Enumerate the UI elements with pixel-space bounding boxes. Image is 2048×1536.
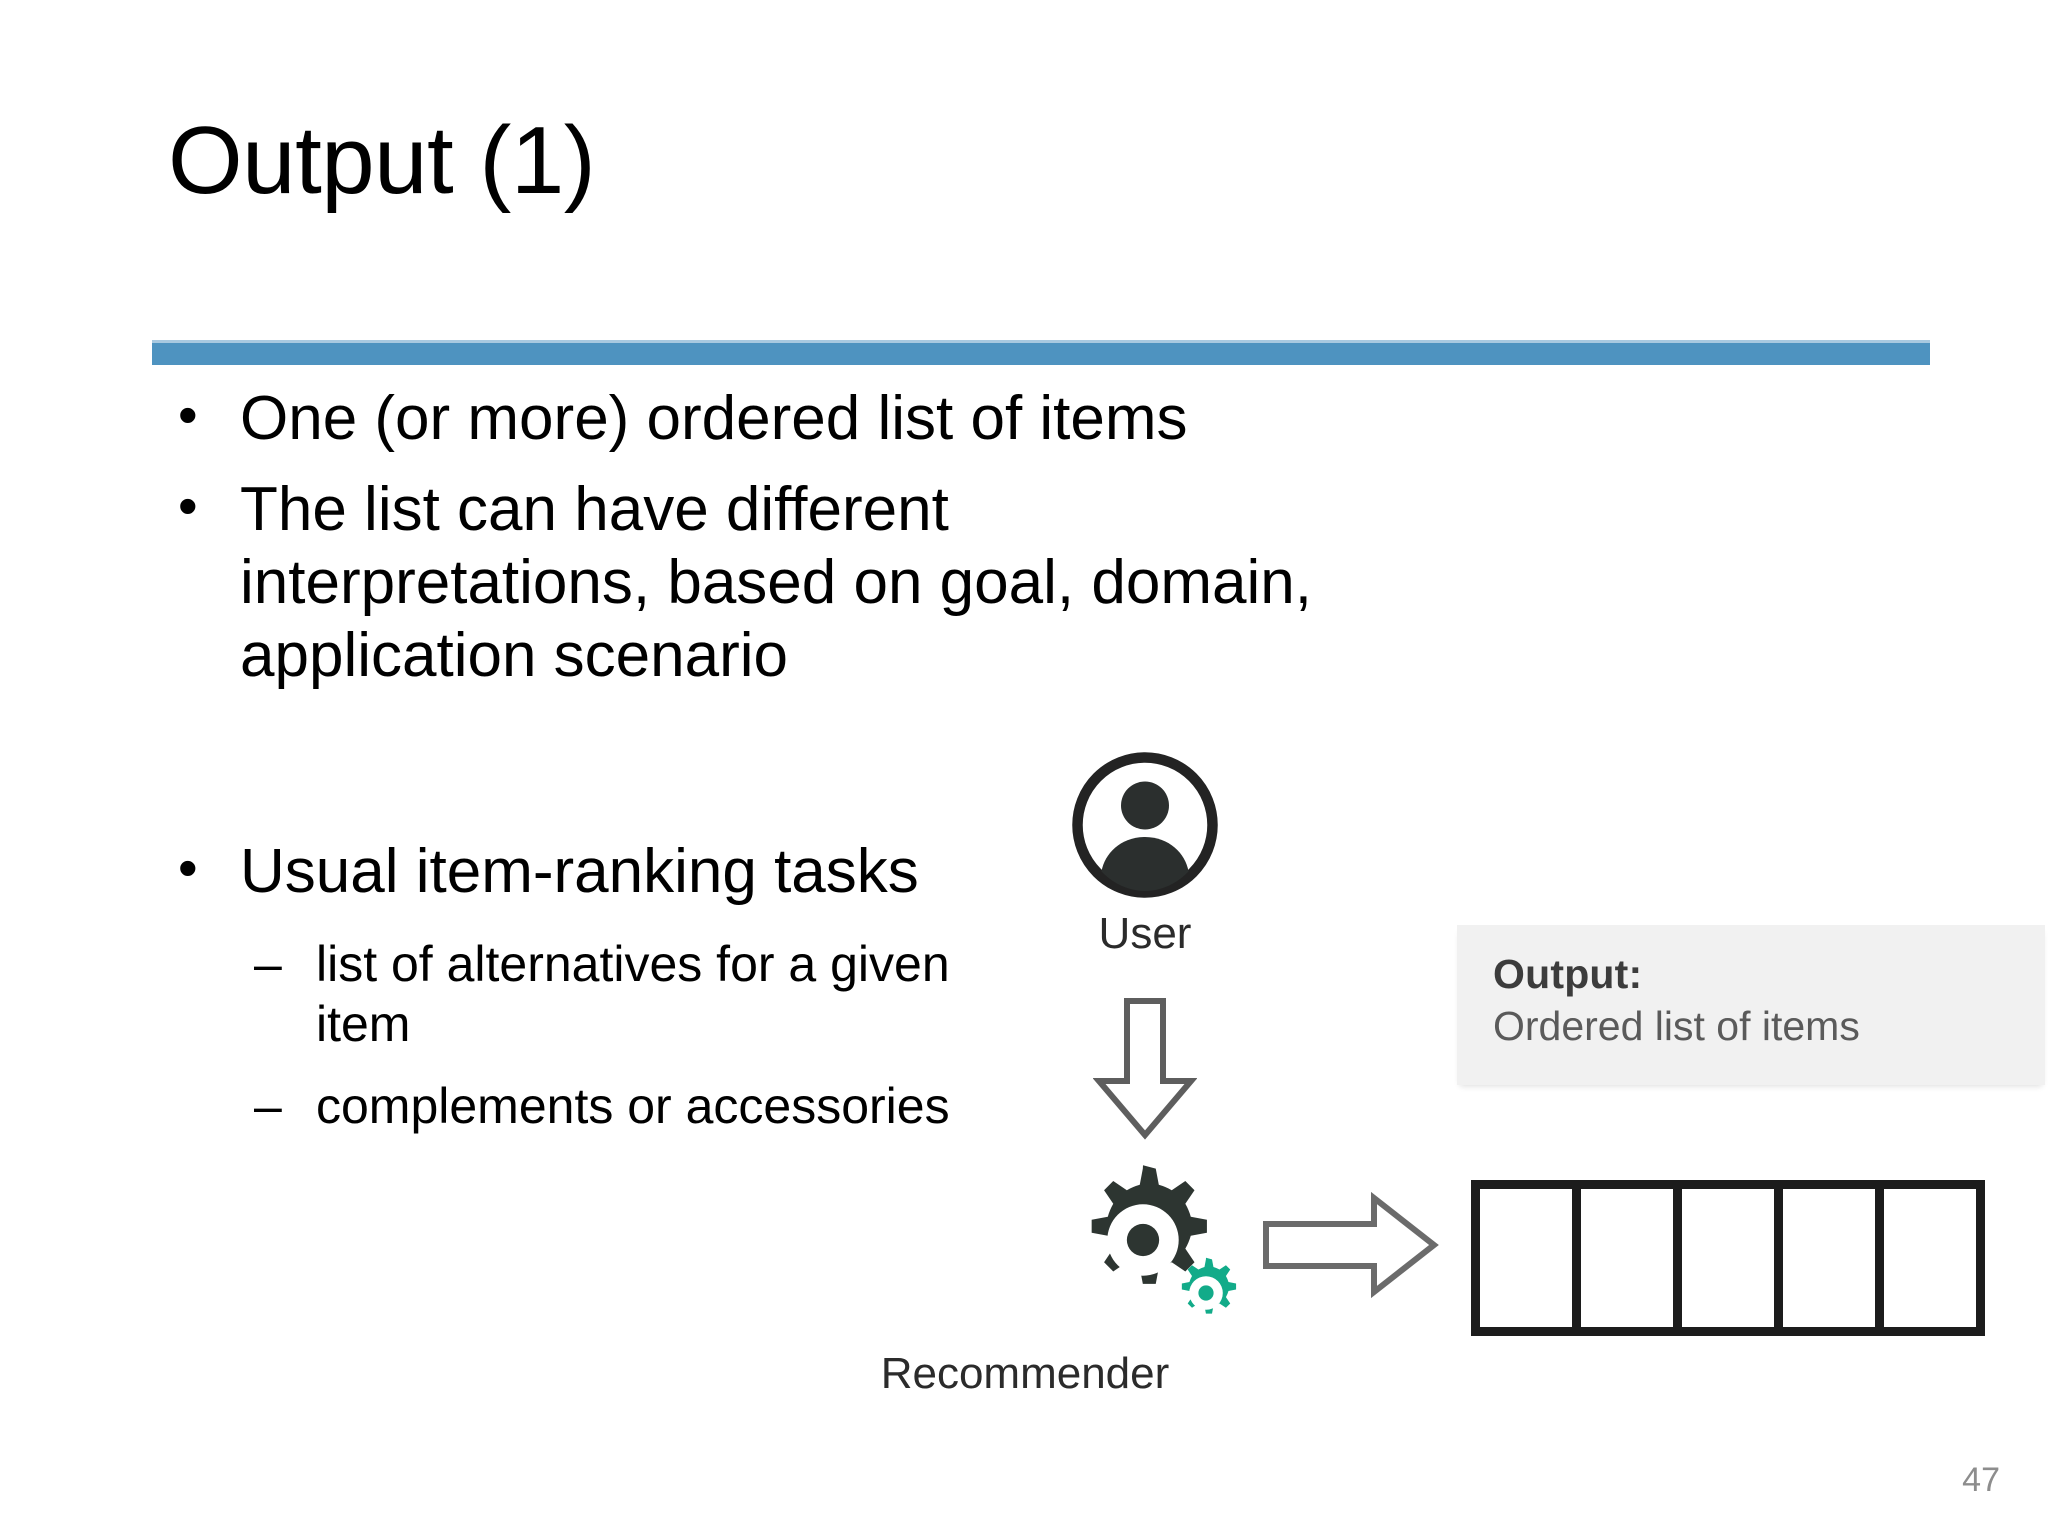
right-arrow-icon (1260, 1190, 1440, 1305)
title-accent-rule (152, 340, 1930, 365)
list-cell (1480, 1189, 1581, 1327)
down-arrow-icon (1092, 995, 1198, 1150)
gear-icon (1058, 1155, 1228, 1330)
list-cell (1884, 1189, 1976, 1327)
output-panel-title: Output: (1493, 951, 1643, 997)
body-content: One (or more) ordered list of items The … (152, 380, 1342, 1158)
user-label: User (1098, 909, 1192, 958)
recommender-flow-diagram: User (881, 700, 2000, 1400)
bullet-item-1: One (or more) ordered list of items (152, 380, 1342, 455)
sub-bullet-item-2: complements or accessories (240, 1076, 960, 1136)
bullet-item-2: The list can have different interpretati… (152, 471, 1342, 692)
recommender-label: Recommender (880, 1349, 1170, 1398)
list-cell (1581, 1189, 1682, 1327)
gear-accent-icon (1166, 1253, 1246, 1338)
user-node: User (1020, 750, 1270, 958)
list-cell (1783, 1189, 1884, 1327)
sub-bullet-item-1: list of alternatives for a given item (240, 934, 960, 1054)
bullet-item-3: Usual item-ranking tasks (152, 833, 940, 908)
sub-bullet-list: list of alternatives for a given item co… (152, 934, 960, 1136)
page-title: Output (1) (168, 107, 596, 214)
output-callout-panel: Output: Ordered list of items (1457, 925, 2045, 1085)
page-number: 47 (1962, 1461, 2000, 1499)
output-panel-subtitle: Ordered list of items (1493, 1003, 1860, 1050)
list-cell (1682, 1189, 1783, 1327)
user-icon (1020, 750, 1270, 900)
ordered-list-cells (1471, 1180, 1985, 1336)
